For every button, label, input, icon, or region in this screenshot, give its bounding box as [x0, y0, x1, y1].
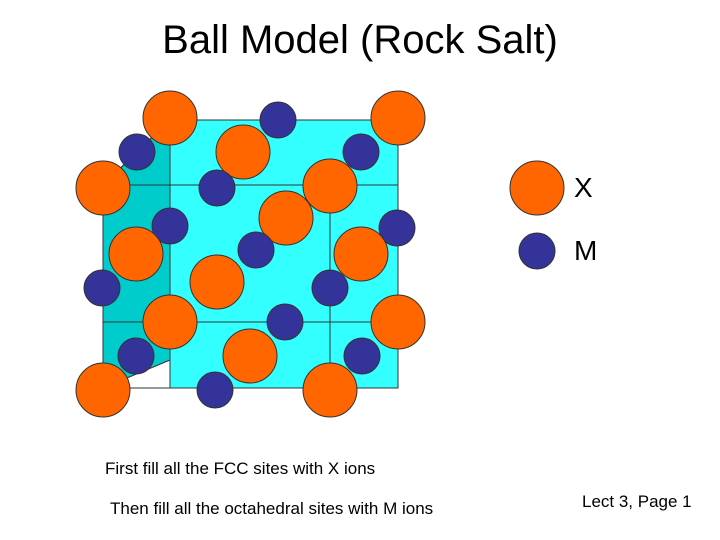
x-ion-ball: [302, 158, 358, 214]
x-ion-ball: [189, 254, 245, 310]
x-ion-ball: [333, 226, 389, 282]
x-ion-ball: [370, 90, 426, 146]
x-ion-ball: [258, 190, 314, 246]
m-ion-ball: [342, 133, 380, 171]
x-ion-ball: [215, 124, 271, 180]
m-ion-ball: [196, 371, 234, 409]
m-ion-ball: [151, 207, 189, 245]
x-ion-ball: [142, 90, 198, 146]
x-ion-ball: [75, 160, 131, 216]
slide-footer: Lect 3, Page 1: [582, 492, 692, 511]
ion-balls: [75, 90, 426, 418]
x-ion-ball: [142, 294, 198, 350]
m-ion-ball: [237, 231, 275, 269]
x-ion-ball: [302, 362, 358, 418]
m-ion-ball: [198, 169, 236, 207]
legend-label-x: X: [574, 172, 593, 203]
instruction-fcc: First fill all the FCC sites with X ions: [105, 459, 376, 478]
legend-x-ion-ball: [509, 160, 565, 216]
x-ion-ball: [108, 226, 164, 282]
legend-m-ion-ball: [518, 232, 556, 270]
instruction-octahedral: Then fill all the octahedral sites with …: [110, 499, 434, 518]
m-ion-ball: [343, 337, 381, 375]
m-ion-ball: [259, 101, 297, 139]
m-ion-ball: [118, 133, 156, 171]
slide-title: Ball Model (Rock Salt): [162, 18, 558, 62]
m-ion-ball: [83, 269, 121, 307]
m-ion-ball: [311, 269, 349, 307]
legend-label-m: M: [574, 235, 598, 266]
x-ion-ball: [222, 328, 278, 384]
m-ion-ball: [117, 337, 155, 375]
x-ion-ball: [370, 294, 426, 350]
x-ion-ball: [75, 362, 131, 418]
m-ion-ball: [266, 303, 304, 341]
m-ion-ball: [378, 209, 416, 247]
